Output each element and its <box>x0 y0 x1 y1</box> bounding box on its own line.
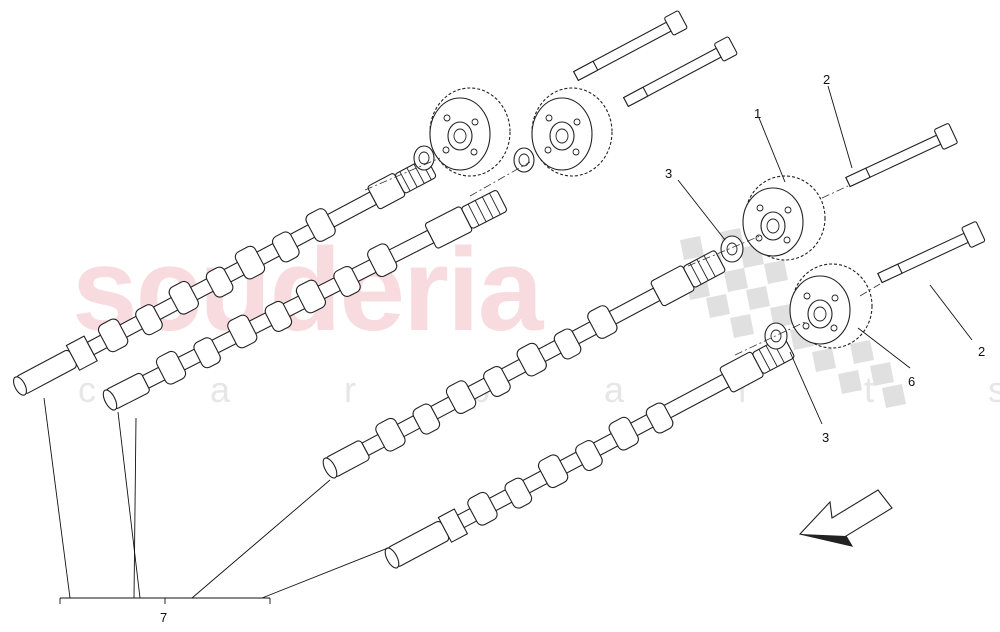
camshaft-upper-left <box>13 158 437 396</box>
bolt-back-left <box>572 10 688 82</box>
bolt-upper <box>845 123 958 188</box>
washer-lower <box>764 322 788 350</box>
variator-front-lower <box>789 263 873 349</box>
washer-back-right <box>513 147 535 173</box>
direction-arrow-icon <box>798 489 893 547</box>
variator-front-upper <box>742 175 826 261</box>
callout-washer-lower: 3 <box>822 430 829 445</box>
camshaft-lower-right <box>384 336 795 569</box>
variator-back-left <box>429 87 511 177</box>
bolt-lower <box>877 221 986 284</box>
variator-back-right <box>531 87 613 177</box>
bolt-back-right <box>622 36 738 108</box>
camshaft-upper-right <box>102 190 508 411</box>
callout-camshafts: 7 <box>160 610 167 625</box>
washer-upper <box>720 235 744 263</box>
callout-bolt-lower: 2 <box>978 344 985 359</box>
callout-washer-upper: 3 <box>665 166 672 181</box>
assembly-axis-lines <box>364 157 881 356</box>
watermark-subtitle: c a r p a r t s <box>78 369 1000 410</box>
camshaft-lower-left <box>322 250 726 479</box>
leader-lines <box>43 85 973 604</box>
washer-back-left <box>413 145 435 171</box>
callout-variator-lower: 6 <box>908 374 915 389</box>
callout-bolt-upper: 2 <box>823 72 830 87</box>
callout-timing-variator: 1 <box>754 106 761 121</box>
